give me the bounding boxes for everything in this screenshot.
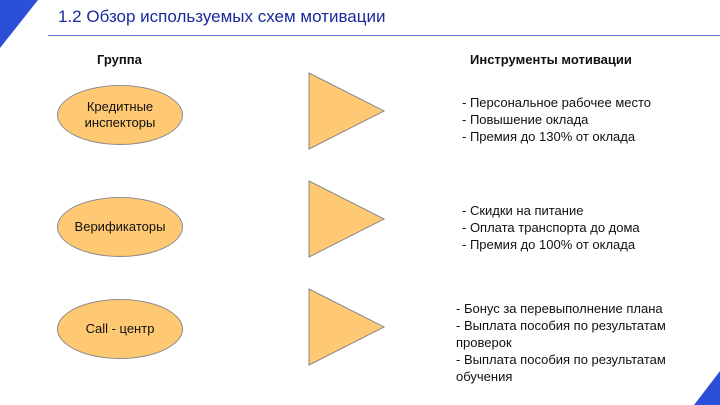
tools-list-call-center: - Бонус за перевыполнение плана - Выплат… — [456, 300, 700, 385]
group-label: Кредитные инспекторы — [84, 99, 156, 130]
arrow-triangle-icon — [308, 72, 386, 150]
tools-list-verifiers: - Скидки на питание - Оплата транспорта … — [462, 202, 640, 253]
list-item: - Премия до 100% от оклада — [462, 237, 636, 252]
list-item: - Бонус за перевыполнение плана — [456, 301, 663, 316]
column-header-tools: Инструменты мотивации — [470, 52, 632, 67]
list-item: - Повышение оклада — [462, 112, 589, 127]
corner-triangle-bottom-right — [694, 371, 720, 405]
corner-triangle-top-left — [0, 0, 38, 48]
slide-title: 1.2 Обзор используемых схем мотивации — [58, 7, 386, 26]
list-item: - Персональное рабочее место — [462, 95, 652, 110]
title-underline — [48, 35, 720, 36]
column-header-group: Группа — [97, 52, 142, 67]
list-item: - Выплата пособия по результатам обучени… — [456, 352, 666, 384]
group-label: Верификаторы — [74, 219, 166, 234]
tools-list-credit-inspectors: - Персональное рабочее место - Повышение… — [462, 94, 651, 145]
group-ellipse-call-center: Call - центр — [57, 299, 183, 359]
list-item: - Оплата транспорта до дома — [462, 220, 640, 235]
list-item: - Скидки на питание — [462, 203, 584, 218]
group-label: Call - центр — [85, 321, 155, 336]
group-ellipse-verifiers: Верификаторы — [57, 197, 183, 257]
list-item: - Выплата пособия по результатам проверо… — [456, 318, 666, 350]
group-ellipse-credit-inspectors: Кредитные инспекторы — [57, 85, 183, 145]
list-item: - Премия до 130% от оклада — [462, 129, 636, 144]
arrow-triangle-icon — [308, 180, 386, 258]
arrow-triangle-icon — [308, 288, 386, 366]
